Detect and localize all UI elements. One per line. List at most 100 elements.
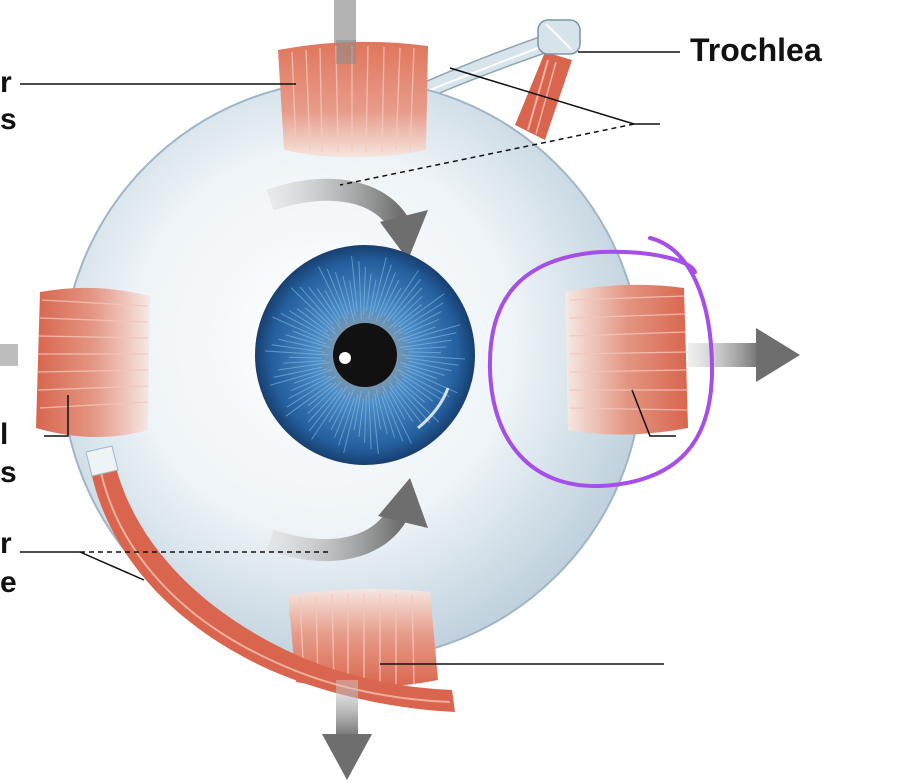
iris-fiber [388,295,423,329]
highlight-circle-annotation [487,236,715,489]
iris-fiber [388,381,422,424]
iris-fiber [307,389,339,423]
lower-rotation-arrow [266,478,428,561]
iris-fiber [311,385,348,440]
iris-fiber [280,312,333,341]
trochlea-pulley [537,19,581,55]
iris-fiber [391,287,423,321]
iris-fiber [375,389,388,435]
iris-fiber [368,279,377,320]
trochlea-label: Trochlea [690,32,822,68]
iris-fiber [289,356,322,359]
iris-fiber [363,266,366,316]
iris-fiber [288,310,330,337]
iris-fiber [308,387,344,432]
iris-fiber [307,382,337,406]
iris-fiber [285,382,332,417]
iris-fiber [334,389,355,438]
iris-fiber [366,273,372,312]
iris-fiber [393,304,423,328]
iris-fiber [278,361,330,371]
iris-fiber [371,257,387,316]
iris-fiber [305,307,337,335]
iris-fiber [374,393,381,430]
iris-fiber [273,366,323,378]
cropped-label-fragment: s [0,456,17,489]
iris-fiber [326,268,348,320]
iris-fiber [278,338,322,350]
iris-fiber [285,334,330,348]
iris-fiber [375,264,392,313]
upper-rotation-arrow [266,178,428,260]
left-rectus-muscle [36,287,150,438]
iris-fiber [358,261,362,320]
iris-fiber [400,362,445,376]
iris-fiber [353,390,362,431]
iris-fiber [403,318,440,335]
iris-fiber [402,377,434,402]
iris-fiber [398,310,442,335]
iris-fiber [381,395,396,438]
iris-fiber [324,290,341,319]
iris-fiber [404,357,459,366]
iris-fiber [290,287,335,330]
left-arrow-stub [0,344,18,366]
cropped-label-fragment: e [0,566,17,599]
iris-fiber [290,375,327,392]
iris-fiber [272,316,324,341]
iris-fiber [358,398,364,437]
downward-pull-arrow [322,680,372,780]
iris-fiber [269,368,328,386]
iris-fiber [342,275,355,321]
pupil [333,323,397,387]
cropped-label-fragment: r [0,66,12,99]
iris-fiber [316,288,341,324]
iris-fiber [396,385,431,424]
iris-fiber [292,330,327,345]
iris-fiber [397,326,436,341]
iris-fiber [299,286,334,325]
iris-fiber [386,278,422,323]
iris-fiber [397,369,450,398]
iris-fiber [382,390,404,442]
iris-fiber [351,255,358,312]
cropped-label-fragment: s [0,103,17,136]
iris-fiber [400,339,452,349]
iris-fiber [338,397,355,446]
up-pull-arrow-overlay [336,40,356,64]
leader-lines [20,51,680,665]
iris-fiber [389,391,406,420]
right-rectus-muscle [565,284,689,435]
iris-fiber [379,280,400,319]
iris-reflection [417,387,450,430]
iris-fiber [334,272,349,315]
iris-fiber [368,390,372,449]
iris-fiber [400,373,442,400]
iris-fiber [294,369,333,384]
iris-fiber [364,394,367,444]
iris-fiber [408,351,441,354]
iris-fiber [308,286,342,329]
iris-fiber [271,344,326,353]
iris-fiber [375,272,396,321]
cropped-label-fragment: l [0,418,9,451]
iris-fiber [265,350,330,356]
iris-fiber [400,354,465,360]
iris-fiber [389,386,414,422]
iris-fiber [372,398,379,455]
iris-fibers [265,255,465,455]
iris-fiber [403,365,438,380]
iris-fiber [283,360,326,364]
iris-fiber [402,324,461,342]
iris-fiber [286,375,337,408]
iris-fiber [343,394,359,453]
iris-fiber [349,280,356,317]
iris-fiber [296,308,328,333]
pupil-highlight [339,352,351,364]
iris-fiber [318,266,348,325]
inferior-oblique-muscle [85,445,455,712]
iris-fiber [393,302,444,335]
iris-fiber [382,270,419,325]
superior-rectus-muscle [278,41,428,158]
